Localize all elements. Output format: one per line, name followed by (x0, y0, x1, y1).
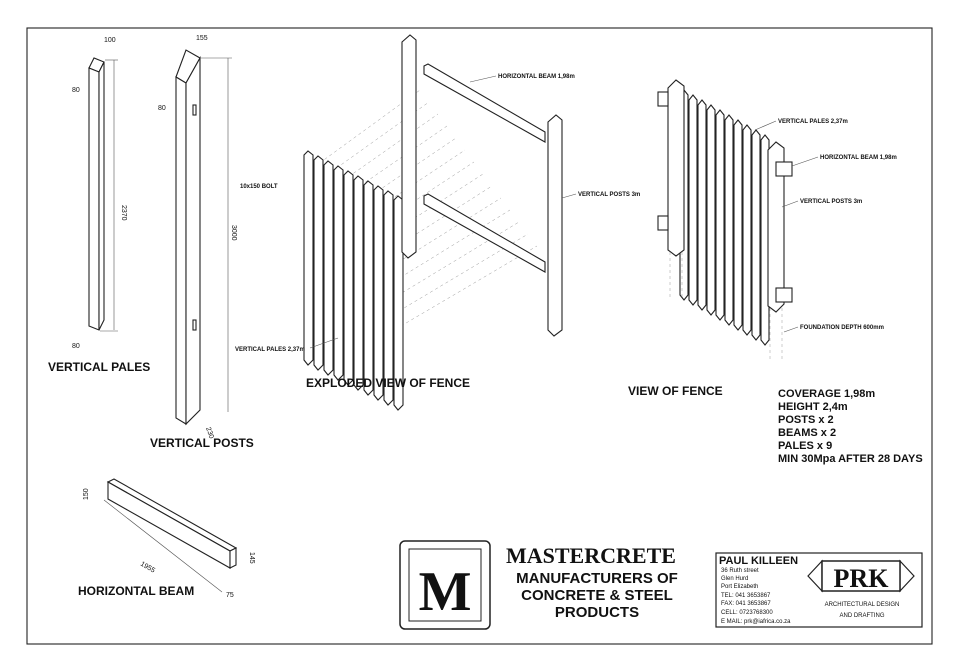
vertical-pale-part: 100 80 2370 80 (72, 37, 127, 350)
pale (393, 195, 404, 411)
pale (373, 185, 384, 401)
brand-line-3: PRODUCTS (555, 604, 639, 621)
address-line: 36 Ruth street (721, 568, 759, 574)
pale (688, 94, 698, 306)
pale-depth-top-dim: 80 (72, 87, 80, 94)
brand-line-2: CONCRETE & STEEL (521, 587, 673, 604)
pale (715, 109, 725, 321)
title-block: PAUL KILLEEN 36 Ruth street Glen Hurd Po… (715, 552, 923, 628)
pale (363, 180, 374, 396)
spec-item: MIN 30Mpa AFTER 28 DAYS (778, 453, 923, 465)
pale (760, 134, 770, 346)
address-line: Port Elizabeth (721, 584, 758, 590)
pale-width-dim: 100 (104, 37, 116, 44)
pale (724, 114, 734, 326)
exploded-pales-label: VERTICAL PALES 2,37m (235, 347, 305, 353)
tagline-1: ARCHITECTURAL DESIGN (825, 602, 900, 608)
spec-item: POSTS x 2 (778, 414, 834, 426)
pale (383, 190, 394, 406)
drafter-name: PAUL KILLEEN (719, 555, 798, 567)
brand-name: MASTERCRETE (506, 543, 676, 568)
spec-item: HEIGHT 2,4m (778, 401, 848, 413)
projection-line (309, 89, 421, 171)
spec-item: BEAMS x 2 (778, 427, 836, 439)
post-bottom-dim: 230 (204, 426, 215, 439)
pale-length-dim: 2370 (120, 205, 127, 221)
view-pales-label: VERTICAL PALES 2,37m (778, 119, 848, 125)
address-line: Glen Hurd (721, 576, 748, 582)
spec-list: COVERAGE 1,98m HEIGHT 2,4m POSTS x 2 BEA… (778, 388, 923, 465)
brand-line-1: MANUFACTURERS OF (516, 570, 678, 587)
pale (343, 170, 354, 386)
beam-length-dim: 1955 (139, 561, 156, 575)
post-width-dim: 155 (196, 35, 208, 42)
pale (303, 150, 314, 366)
vertical-pales-title: VERTICAL PALES (48, 360, 150, 374)
beam-end-dim: 145 (248, 552, 255, 564)
pale (697, 99, 707, 311)
bolt-label: 10x150 BOLT (240, 184, 278, 190)
email-text: E MAIL: prk@iafrica.co.za (721, 619, 791, 625)
tagline-2: AND DRAFTING (840, 613, 885, 619)
view-beam-label: HORIZONTAL BEAM 1,98m (820, 155, 897, 161)
pale (742, 124, 752, 336)
mastercrete-logo: M (399, 540, 491, 630)
exploded-view-title: EXPLODED VIEW OF FENCE (306, 376, 470, 390)
projection-line (323, 113, 439, 195)
pale-depth-bottom-dim: 80 (72, 343, 80, 350)
view-posts-label: VERTICAL POSTS 3m (800, 199, 862, 205)
pale (313, 155, 324, 371)
cell-text: CELL: 0723768300 (721, 610, 773, 616)
pale (353, 175, 364, 391)
spec-item: COVERAGE 1,98m (778, 388, 875, 400)
assembled-fence-view (657, 79, 793, 360)
pale (323, 160, 334, 376)
spec-item: PALES x 9 (778, 440, 832, 452)
exploded-posts-label: VERTICAL POSTS 3m (578, 192, 640, 198)
post-length-dim: 3000 (230, 225, 237, 241)
beam-height-dim: 150 (83, 488, 90, 500)
projection-line (393, 233, 529, 315)
prk-logo: PRK (807, 559, 915, 593)
prk-logo-text: PRK (834, 564, 890, 593)
horizontal-beam-part: 150 1955 145 75 (83, 478, 255, 599)
fax-text: FAX: 041 3653867 (721, 601, 771, 607)
view-foundation-label: FOUNDATION DEPTH 600mm (800, 325, 884, 331)
pale (733, 119, 743, 331)
drawing-border (26, 27, 933, 645)
exploded-view (303, 34, 563, 411)
beam-depth-dim: 75 (226, 592, 234, 599)
tel-text: TEL: 041 3653867 (721, 593, 771, 599)
pale (333, 165, 344, 381)
post-depth-dim: 80 (158, 105, 166, 112)
pale (706, 104, 716, 316)
view-of-fence-title: VIEW OF FENCE (628, 384, 723, 398)
logo-letter: M (419, 561, 472, 623)
projection-line (400, 245, 538, 327)
pale (751, 129, 761, 341)
horizontal-beam-title: HORIZONTAL BEAM (78, 584, 194, 598)
vertical-post-part: 155 80 3000 230 (158, 35, 237, 440)
exploded-beam-label: HORIZONTAL BEAM 1,98m (498, 74, 575, 80)
vertical-posts-title: VERTICAL POSTS (150, 436, 254, 450)
